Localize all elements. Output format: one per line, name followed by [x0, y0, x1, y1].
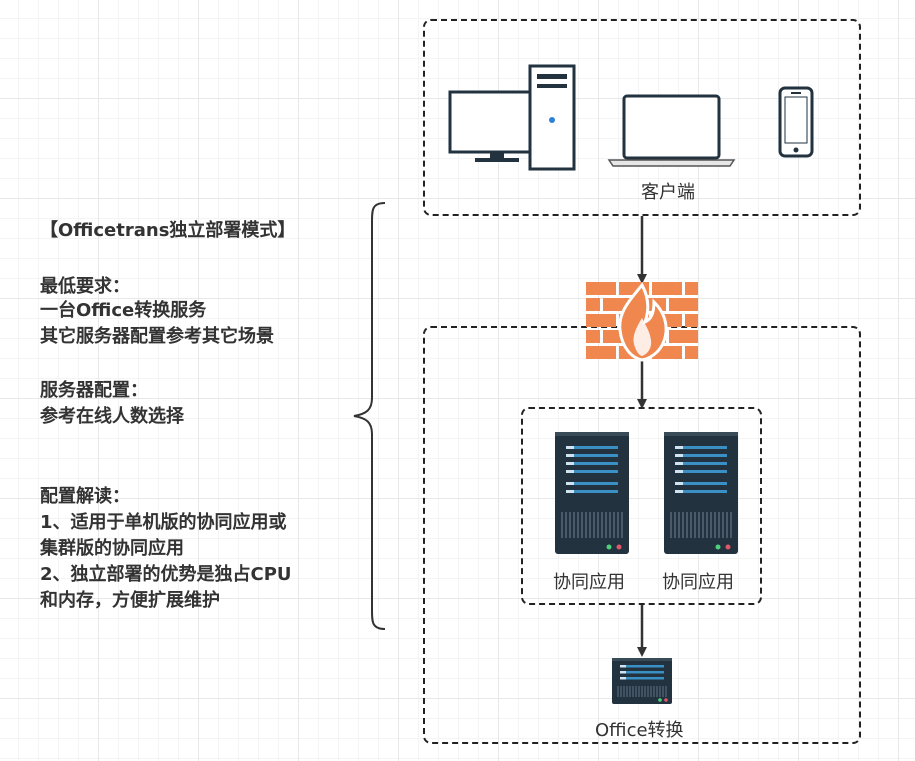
server-config-line-1: 参考在线人数选择: [40, 406, 184, 427]
curly-brace: [353, 202, 386, 630]
client-group-box: [423, 19, 861, 216]
app-label-2: 协同应用: [662, 572, 734, 593]
desktop-tower-icon: [528, 64, 576, 171]
interpretation-line-1: 1、适用于单机版的协同应用或: [40, 512, 287, 533]
smartphone-icon: [778, 86, 814, 158]
interpretation-line-3: 2、独立部署的优势是独占CPU: [40, 564, 292, 585]
office-server-icon: [612, 658, 672, 704]
interpretation-line-4: 和内存，方便扩展维护: [40, 590, 220, 611]
client-label: 客户端: [641, 182, 695, 203]
server-config-heading: 服务器配置：: [40, 380, 148, 401]
office-label: Office转换: [595, 720, 684, 741]
desktop-monitor-icon: [448, 90, 546, 162]
app-server-icon-2: [664, 432, 738, 554]
app-label-1: 协同应用: [553, 572, 625, 593]
requirements-heading: 最低要求：: [40, 276, 130, 297]
firewall-icon: [586, 282, 698, 362]
app-server-icon-1: [555, 432, 629, 554]
diagram-title: 【Officetrans独立部署模式】: [40, 220, 296, 241]
requirements-line-2: 其它服务器配置参考其它场景: [40, 326, 274, 347]
interpretation-heading: 配置解读：: [40, 486, 130, 507]
interpretation-line-2: 集群版的协同应用: [40, 538, 184, 559]
requirements-line-1: 一台Office转换服务: [40, 300, 207, 321]
laptop-icon: [607, 94, 736, 167]
